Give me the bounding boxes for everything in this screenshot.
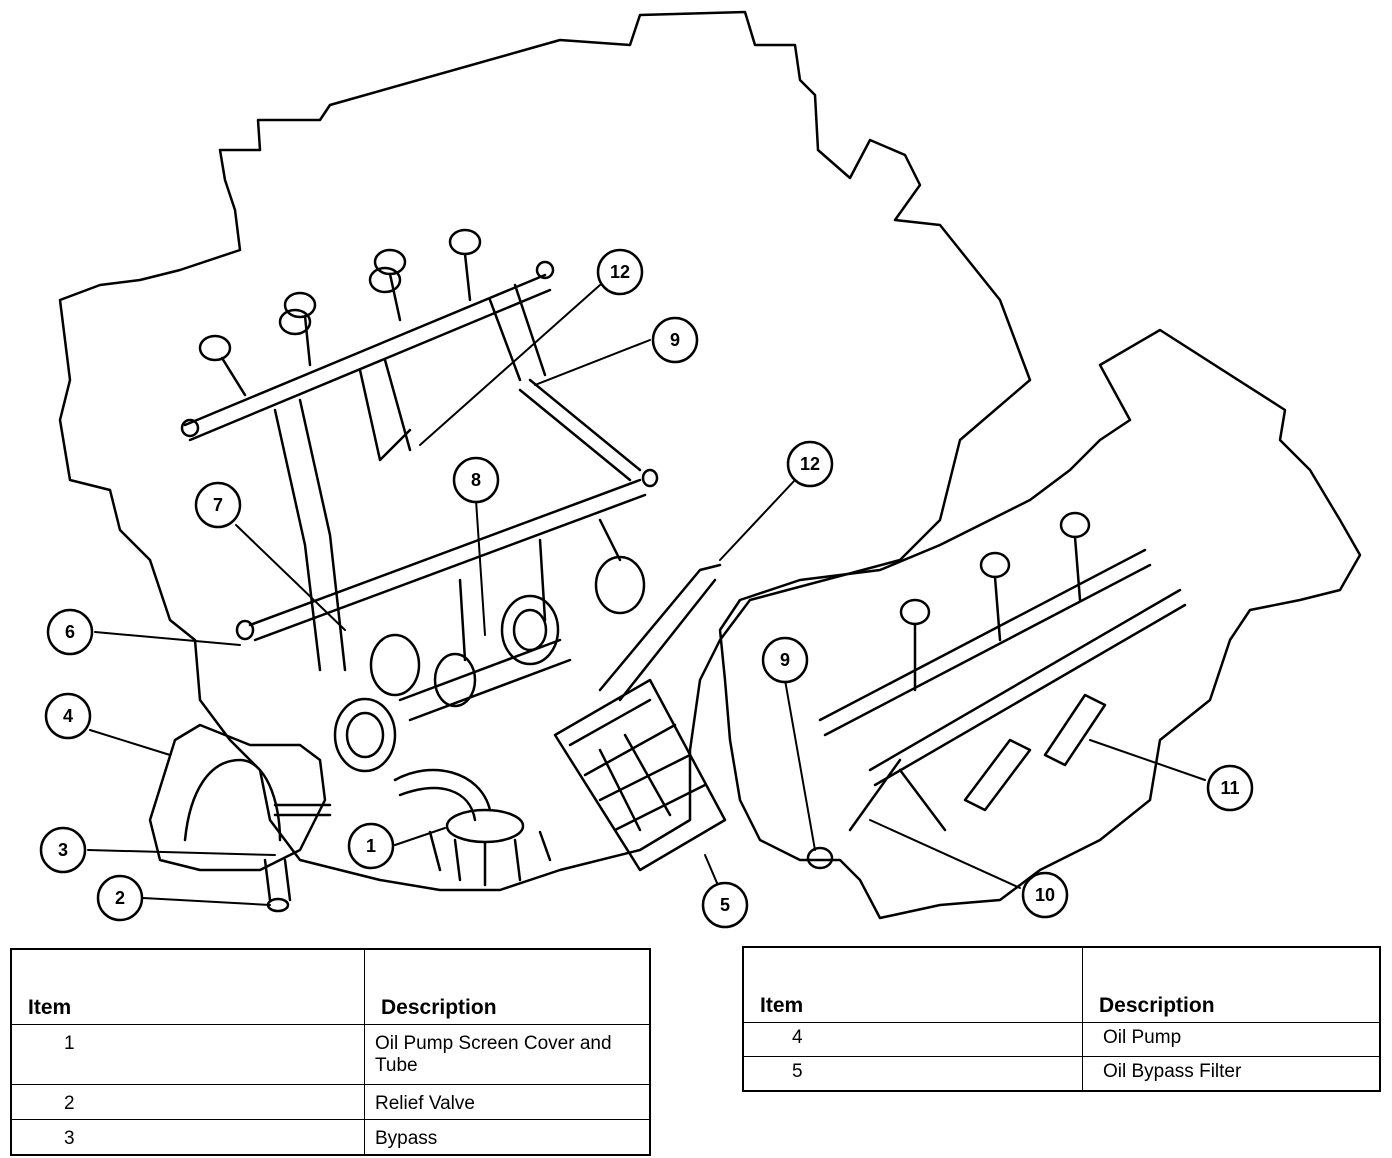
legend-table-right: Item Description 4 Oil Pump 5 Oil Bypass… (742, 946, 1381, 1092)
callout-9-top (651, 316, 699, 364)
callout-label-12-mid: 12 (800, 454, 820, 474)
legend-header-item: Item (10, 948, 365, 1025)
callout-7 (194, 481, 242, 529)
callout-label-12-top: 12 (610, 262, 630, 282)
legend-row: 5 Oil Bypass Filter (742, 1056, 1381, 1091)
legend-item-number: 4 (742, 1022, 1083, 1057)
leader-lines (87, 284, 1206, 906)
callout-label-8: 8 (471, 470, 481, 490)
legend-item-description: Oil Bypass Filter (1082, 1056, 1381, 1091)
callout-4 (44, 692, 92, 740)
legend-header-row: Item Description (742, 946, 1381, 1023)
legend-row: 3 Bypass (10, 1119, 651, 1156)
callout-8 (452, 456, 500, 504)
legend-row: 4 Oil Pump (742, 1022, 1381, 1057)
engine-lubrication-diagram: 12 9 8 12 7 6 4 9 3 1 2 5 10 11 (39, 10, 1362, 929)
legend-item-description: Relief Valve (364, 1084, 651, 1120)
callout-label-1: 1 (366, 836, 376, 856)
legend-item-number: 5 (742, 1056, 1083, 1091)
legend-header-row: Item Description (10, 948, 651, 1025)
callout-12-mid (786, 440, 834, 488)
callout-label-2: 2 (115, 888, 125, 908)
callout-label-6: 6 (65, 622, 75, 642)
legend-header-description: Description (364, 948, 651, 1025)
oil-pump-screen (428, 808, 552, 887)
callout-11 (1206, 764, 1254, 812)
legend-item-description: Oil Pump (1082, 1022, 1381, 1057)
rear-block-outline (718, 328, 1362, 920)
rear-gallery (806, 511, 1187, 870)
callout-10 (1021, 871, 1069, 919)
callout-label-3: 3 (58, 840, 68, 860)
callout-1 (347, 822, 395, 870)
callout-3 (39, 826, 87, 874)
callout-label-9-right: 9 (780, 650, 790, 670)
oil-pump-assembly (333, 555, 646, 822)
legend-header-description: Description (1082, 946, 1381, 1023)
callout-label-7: 7 (213, 495, 223, 515)
callout-label-5: 5 (720, 895, 730, 915)
callout-label-4: 4 (63, 706, 73, 726)
legend-item-number: 1 (10, 1024, 365, 1085)
legend-item-number: 3 (10, 1119, 365, 1156)
callouts (39, 248, 1254, 929)
oil-bypass-filter (553, 563, 727, 872)
legend-header-item: Item (742, 946, 1083, 1023)
callout-12-top (596, 248, 644, 296)
legend-item-description: Oil Pump Screen Cover and Tube (364, 1024, 651, 1085)
callout-9-right (761, 636, 809, 684)
callout-labels: 12 9 8 12 7 6 4 9 3 1 2 5 10 11 (58, 262, 1240, 915)
legend-row: 2 Relief Valve (10, 1084, 651, 1120)
callout-6 (46, 608, 94, 656)
callout-label-9-top: 9 (670, 330, 680, 350)
legend-item-description: Bypass (364, 1119, 651, 1156)
callout-5 (701, 881, 749, 929)
oil-pump-body (148, 723, 332, 913)
callout-label-10: 10 (1035, 885, 1055, 905)
engine-block-outline (58, 10, 1032, 892)
callout-label-11: 11 (1220, 778, 1239, 798)
callout-2 (96, 874, 144, 922)
legend-item-number: 2 (10, 1084, 365, 1120)
legend-row: 1 Oil Pump Screen Cover and Tube (10, 1024, 651, 1085)
legend-table-left: Item Description 1 Oil Pump Screen Cover… (10, 948, 651, 1156)
upper-gallery (180, 228, 555, 672)
